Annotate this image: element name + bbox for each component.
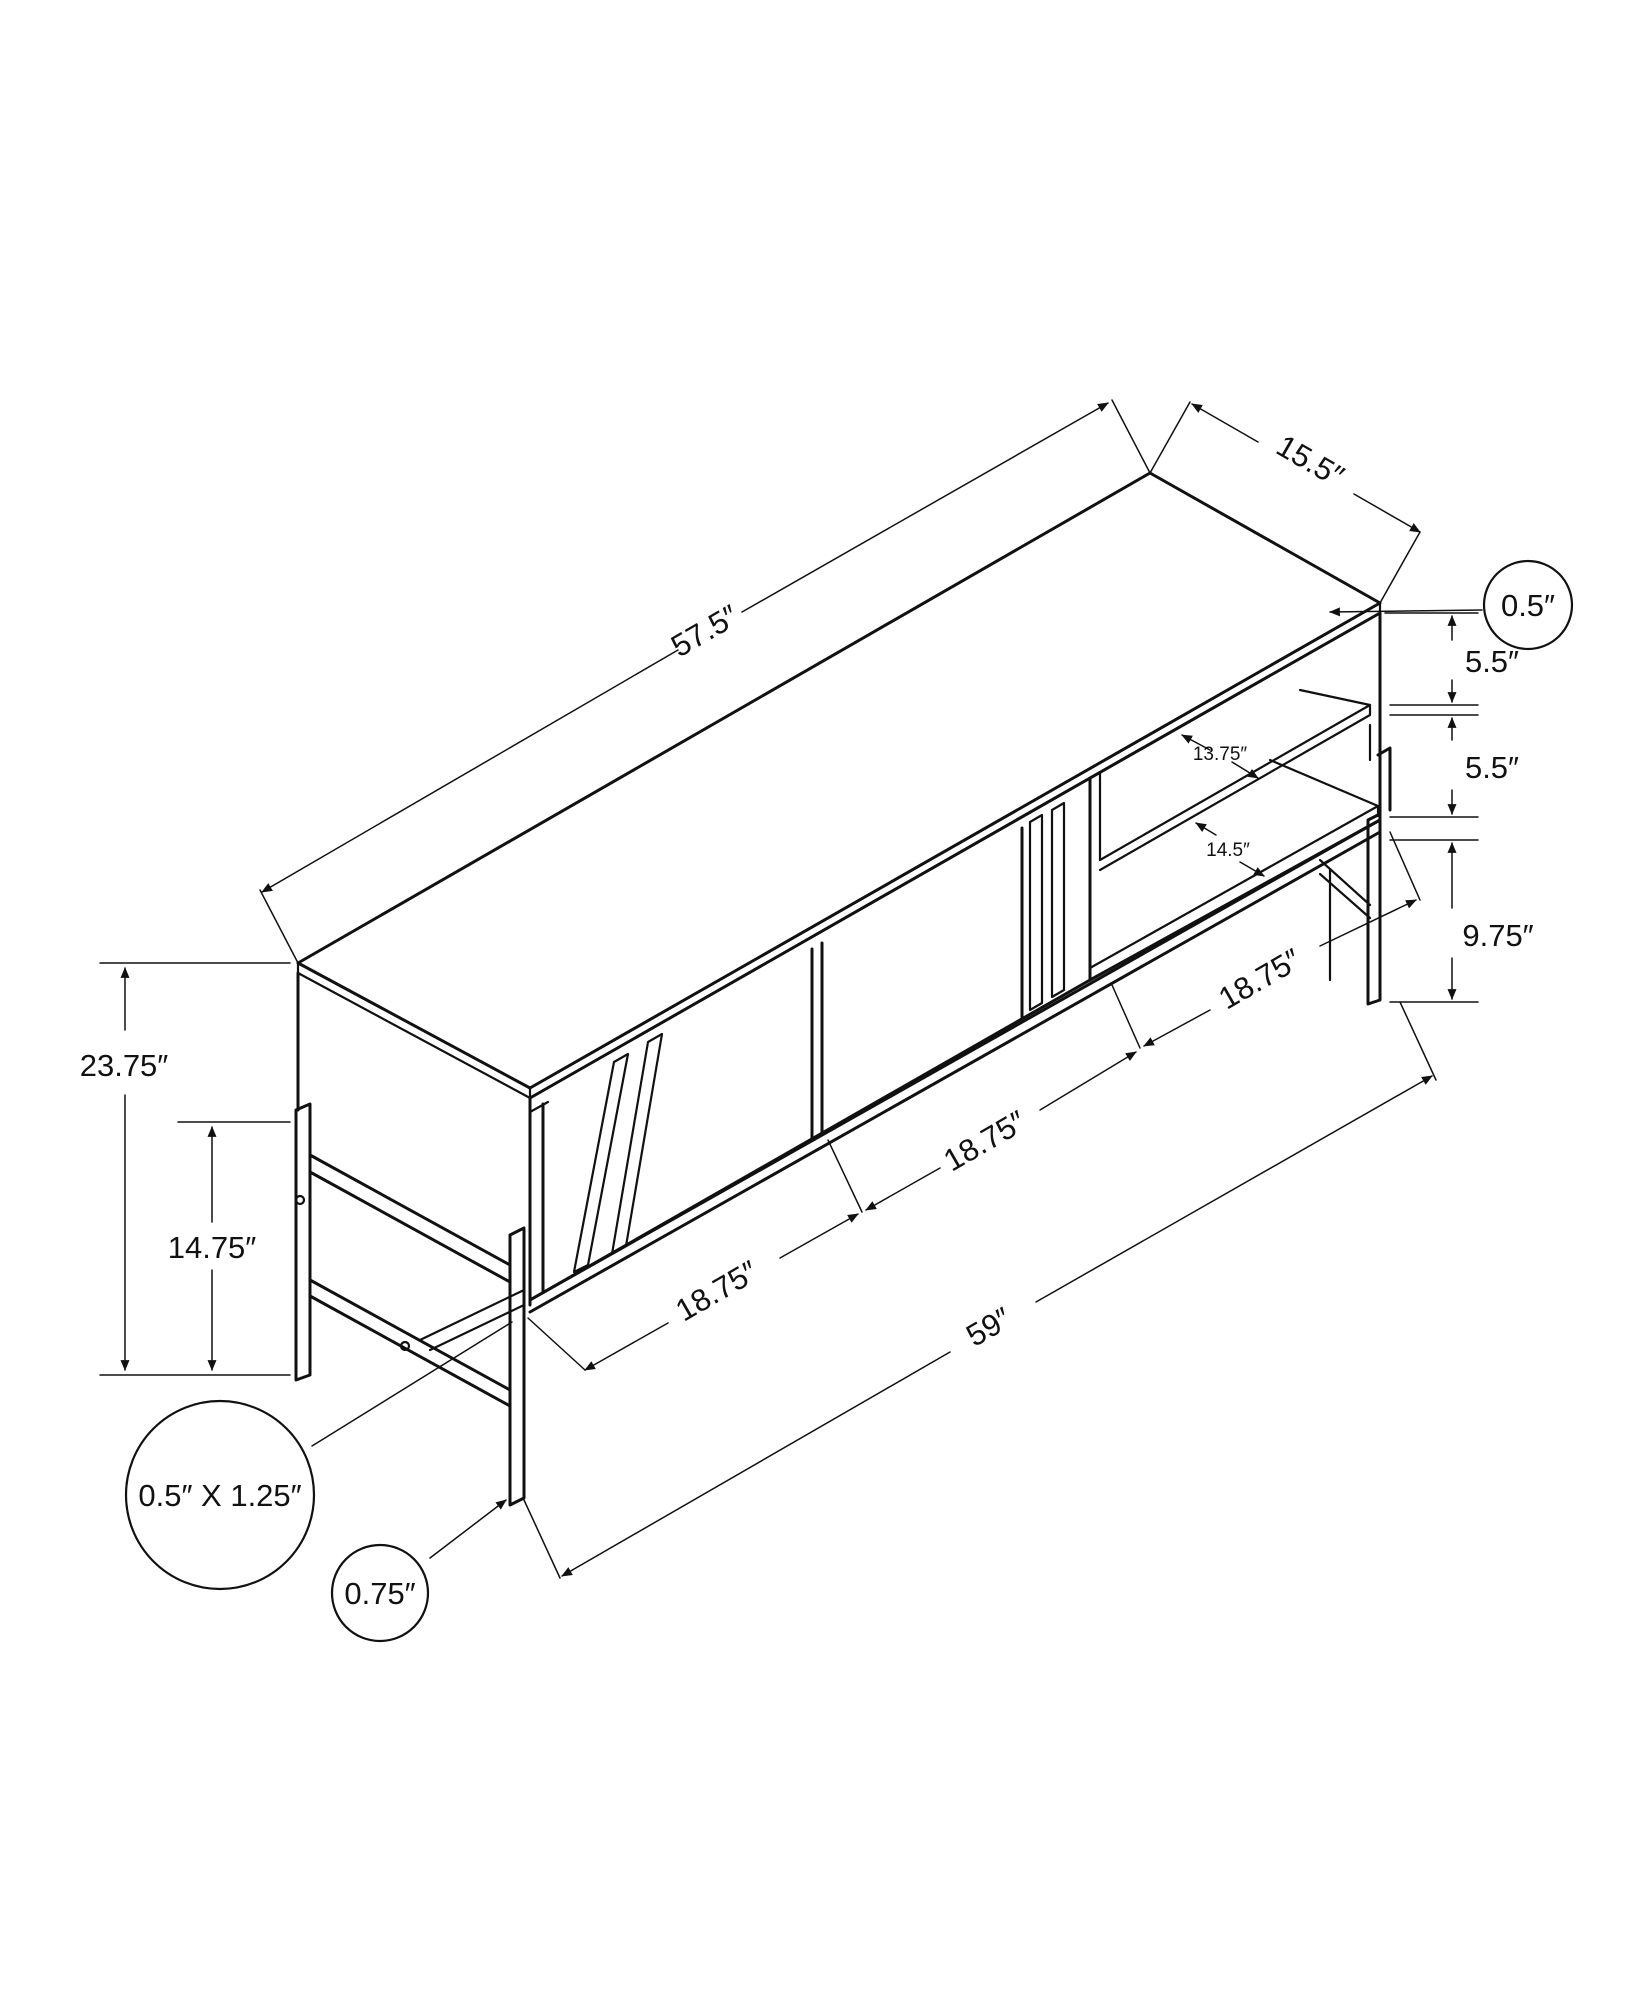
- side-rail-lower: [308, 1278, 512, 1408]
- label-top-depth: 15.5″: [1271, 428, 1350, 494]
- dim-line-shelf-depth-upper: [1181, 734, 1211, 751]
- dim-line-section-right: [1319, 899, 1417, 947]
- label-top-thickness: 0.5″: [1501, 588, 1555, 623]
- label-section-middle: 18.75″: [938, 1104, 1032, 1179]
- label-leg-clearance: 9.75″: [1462, 918, 1533, 953]
- dim-line-shelf-depth-lower: [1195, 822, 1217, 836]
- dim-line-top-thickness: [1329, 607, 1483, 617]
- dim-line-frame-length: [1035, 1075, 1433, 1303]
- base-frame-front-rail: [528, 818, 1382, 1314]
- extension-line: [1111, 399, 1151, 474]
- right-side-rail: [1318, 858, 1372, 920]
- leg-right-front: [1366, 812, 1382, 1006]
- dim-line-section-left: [584, 1322, 669, 1371]
- lower-shelf-back-edge: [1268, 758, 1380, 808]
- extension-line: [527, 1317, 586, 1371]
- door-vertical-accent-2: [1050, 801, 1066, 999]
- dimension-lines: [99, 399, 1483, 1579]
- door-diagonal-accent-left: [572, 1052, 630, 1274]
- door-top-rail: [528, 1100, 550, 1114]
- leg-left-front: [508, 1226, 526, 1507]
- dim-line-shelf-depth-lower: [1239, 861, 1265, 877]
- extension-line: [1389, 831, 1421, 901]
- leg-right-rear: [1376, 746, 1392, 812]
- dim-line-depth: [1191, 403, 1259, 443]
- extension-line: [523, 1499, 561, 1579]
- extension-line: [1149, 401, 1191, 474]
- dim-line-depth: [1353, 493, 1421, 533]
- extension-line: [827, 1139, 863, 1213]
- upper-shelf-back-edge: [1298, 688, 1372, 707]
- open-shelf-frame: [1088, 611, 1382, 982]
- callout-circle-leg-width: [330, 1543, 430, 1643]
- tv-stand-drawing: [294, 471, 1392, 1507]
- leg-left-rear: [294, 1102, 312, 1382]
- label-leg-width: 0.75″: [344, 1576, 415, 1611]
- leg-bolt: [294, 1194, 306, 1206]
- dim-line-top-length: [741, 402, 1109, 613]
- dim-line-frame-length: [561, 1351, 951, 1577]
- label-shelf-gap-upper: 5.5″: [1465, 644, 1519, 679]
- callout-circle-top-thickness: [1482, 559, 1574, 651]
- extension-line: [1399, 1001, 1437, 1081]
- label-shelf-depth-lower: 14.5″: [1206, 840, 1250, 861]
- label-section-left: 18.75″: [670, 1254, 764, 1329]
- label-total-height: 23.75″: [80, 1048, 169, 1083]
- extension-line: [1379, 531, 1421, 604]
- dim-line-section-middle: [1039, 1051, 1137, 1111]
- dim-line-shelf-depth-upper: [1231, 761, 1259, 779]
- dim-line-section-right: [1143, 1009, 1211, 1047]
- label-section-right: 18.75″: [1213, 942, 1307, 1017]
- label-frame-height: 14.75″: [168, 1230, 257, 1265]
- bottom-cross-rail: [418, 1288, 526, 1352]
- dim-line-section-left: [779, 1213, 859, 1259]
- label-top-length: 57.5″: [665, 598, 744, 664]
- door-diagonal-accent-right: [610, 1032, 664, 1256]
- door-vertical-accent-1: [1028, 813, 1044, 1012]
- leg-bolt: [399, 1340, 411, 1352]
- extension-line: [1111, 984, 1141, 1049]
- side-rail-upper: [308, 1153, 512, 1284]
- label-tube-profile: 0.5″ X 1.25″: [138, 1478, 301, 1513]
- callout-leader-leg-width: [429, 1499, 507, 1559]
- callout-leader-tube-profile: [311, 1321, 513, 1447]
- label-shelf-gap-lower: 5.5″: [1465, 750, 1519, 785]
- callout-circle-tube-profile: [124, 1399, 316, 1591]
- upper-shelf: [1098, 703, 1372, 872]
- label-frame-length: 59″: [960, 1300, 1017, 1353]
- extension-line: [259, 889, 299, 964]
- dim-line-section-middle: [865, 1167, 941, 1211]
- dim-line-top-length: [261, 649, 679, 893]
- label-shelf-depth-upper: 13.75″: [1193, 744, 1248, 765]
